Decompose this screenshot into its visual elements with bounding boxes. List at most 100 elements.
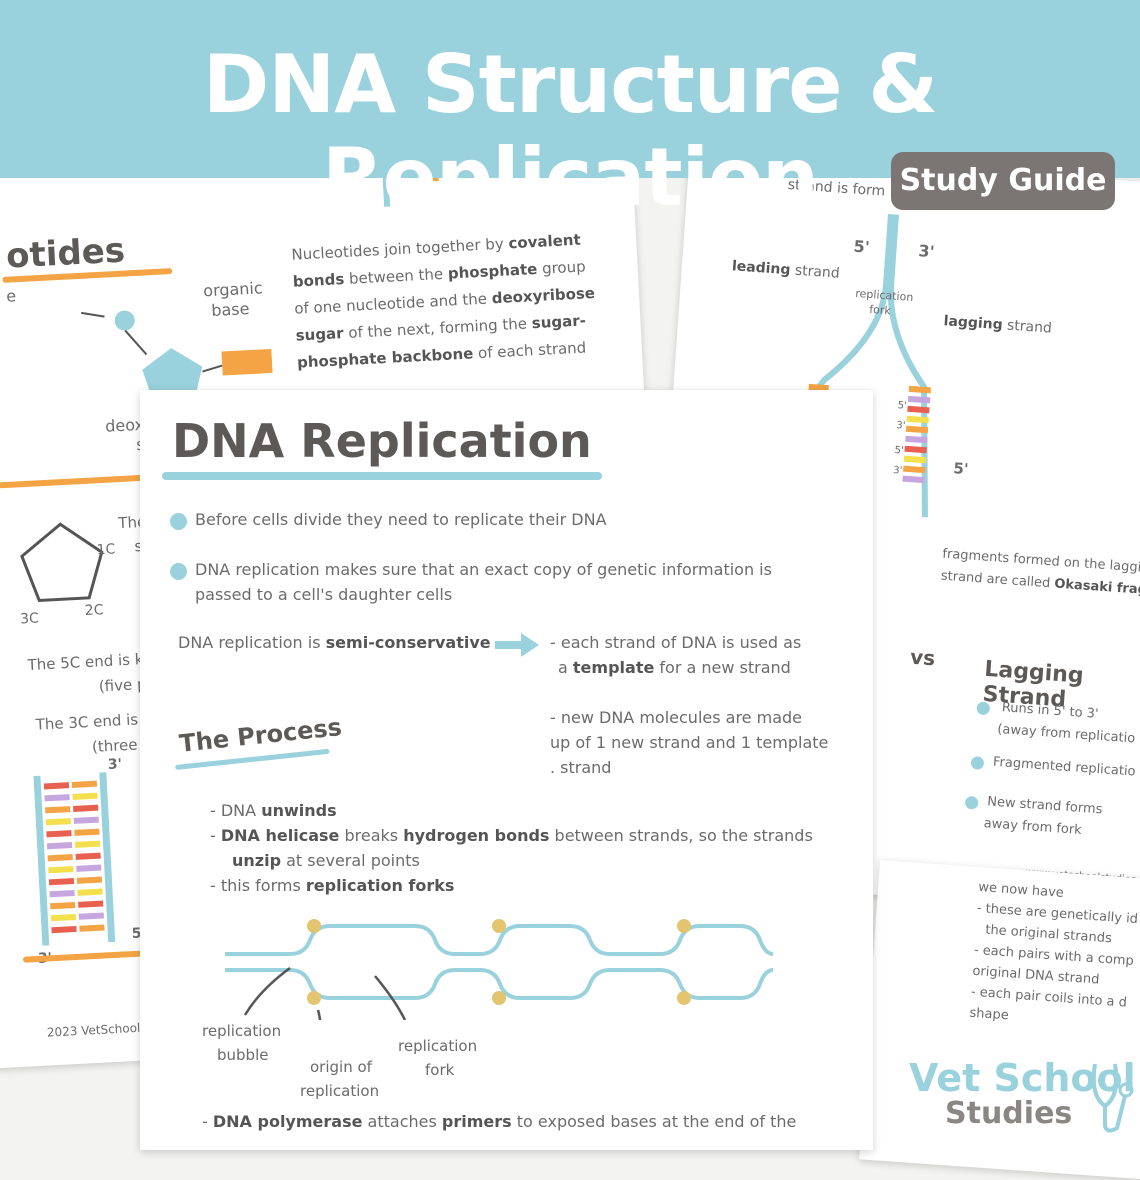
new-molecule-note: . strand (550, 758, 612, 777)
para-bold: deoxyribose (491, 283, 596, 308)
step-bold: DNA polymerase (212, 1112, 363, 1131)
stethoscope-icon (1091, 1063, 1134, 1133)
template-note: a template for a new strand (558, 658, 791, 677)
para-text: group (541, 257, 587, 278)
step-bold: primers (441, 1112, 512, 1131)
step-text: breaks (344, 826, 399, 845)
vet-school-studies-logo: Vet School Studies (905, 1052, 1140, 1140)
label-base: base (210, 299, 250, 321)
small-label: 5' (894, 445, 905, 457)
label-5-prime: 5' (853, 236, 871, 257)
text-3c-end: The 3C end is k (35, 709, 152, 734)
para-text: of one nucleotide and the (293, 289, 488, 318)
header-banner: DNA Structure & Replication (0, 0, 1140, 224)
para-text: of the next, forming the (347, 314, 528, 342)
process-step: unzip at several points (210, 848, 813, 873)
para-bold: bonds (292, 270, 345, 291)
summary-text: we now have - these are genetically id t… (969, 877, 1140, 1035)
step-text: attaches (367, 1112, 437, 1131)
label-replication-fork: replication (398, 1037, 478, 1055)
template-text: a (558, 658, 568, 677)
label-1c: 1C (96, 541, 116, 559)
label-3-prime: 3' (107, 756, 123, 774)
small-label: 3' (892, 464, 903, 477)
title-underline (162, 472, 602, 480)
label-5-prime: 5' (952, 459, 970, 479)
label-phosphate-frag: e (5, 286, 17, 306)
template-text: for a new strand (659, 658, 791, 677)
process-steps: - DNA unwinds - DNA helicase breaks hydr… (210, 798, 813, 898)
para-text: of each strand (477, 338, 587, 363)
step-text: - (202, 1112, 208, 1131)
small-label: 5' (897, 400, 908, 412)
left-worksheet: otides e organic base deoxyr sug Nucleot… (0, 103, 678, 1069)
bullet-dot (964, 795, 979, 810)
small-label: 3' (895, 420, 906, 432)
process-step: - DNA helicase breaks hydrogen bonds bet… (210, 823, 813, 848)
step-text: at several points (286, 851, 420, 870)
label-replication-bubble: replication (202, 1022, 282, 1040)
logo-line-1: Vet School (909, 1056, 1136, 1100)
bullet-2-text: passed to a cell's daughter cells (195, 585, 453, 604)
bullet-dot (976, 701, 991, 716)
para-bold: phosphate (447, 259, 538, 283)
semi-bold: semi-conservative (325, 633, 491, 652)
para-text: between the (348, 264, 444, 288)
bullet-1-text: Before cells divide they need to replica… (195, 510, 607, 529)
template-note: - each strand of DNA is used as (550, 633, 802, 652)
label-replication-bubble: bubble (217, 1046, 269, 1064)
fork-label: fork (868, 302, 892, 318)
page-title: DNA Replication (172, 414, 592, 468)
nucleotides-paragraph: Nucleotides join together by covalent bo… (291, 225, 628, 377)
lagging-bullet-1: (away from replicatio (996, 721, 1136, 747)
step-text: - (210, 826, 216, 845)
step-bold: DNA helicase (220, 826, 340, 845)
study-guide-badge: Study Guide (891, 152, 1115, 210)
new-molecule-note: - new DNA molecules are made (550, 708, 802, 727)
step-bold: unwinds (261, 801, 337, 820)
label-2c: 2C (84, 602, 104, 620)
pentagon-sugar-diagram (20, 522, 104, 602)
arrow-right-icon (495, 633, 539, 657)
bullet-2-text: DNA replication makes sure that an exact… (195, 560, 772, 579)
text-5c-end: The 5C end is kn (27, 649, 154, 675)
process-step: - this forms replication forks (210, 873, 813, 898)
vs-label: vs (909, 644, 936, 671)
bullet-dot (170, 563, 187, 580)
bullet-dot (170, 513, 187, 530)
label-replication-fork: fork (425, 1061, 455, 1079)
para-bold: covalent (507, 230, 582, 253)
label-origin-of-replication: replication (300, 1082, 380, 1100)
label-3-prime: 3' (917, 241, 936, 262)
semi-text: DNA replication is (178, 633, 321, 652)
strand-word: strand (1006, 317, 1053, 337)
dna-ladder-illustration (33, 772, 116, 946)
lagging-bullet-3: away from fork (983, 816, 1083, 838)
label-3c: 3C (19, 610, 40, 628)
step-bold: hydrogen bonds (403, 826, 550, 845)
polymerase-step: - DNA polymerase attaches primers to exp… (202, 1112, 796, 1131)
okazaki-text: strand are called (940, 568, 1051, 592)
bullet-dot (970, 756, 985, 770)
para-text: Nucleotides join together by (291, 234, 505, 264)
leading-word: leading (731, 258, 791, 279)
nucleotides-heading: otides (5, 230, 126, 277)
okazaki-bold: Okasaki fragm (1053, 576, 1140, 599)
step-text: - this forms (210, 876, 301, 895)
logo-line-2: Studies (945, 1096, 1073, 1131)
label-organic: organic (202, 278, 264, 301)
step-bold: unzip (232, 851, 282, 870)
process-step: - DNA unwinds (210, 798, 813, 823)
step-text: - DNA (210, 801, 257, 820)
para-bold: phosphate backbone (296, 344, 474, 372)
lagging-bullet-2: Fragmented replicatio (992, 754, 1137, 780)
step-bold: replication forks (305, 876, 455, 895)
okazaki-caption: fragments formed on the laggi strand are… (940, 544, 1140, 609)
lagging-bullet-3: New strand forms (986, 794, 1103, 818)
replication-bubble-diagram (225, 919, 774, 1020)
new-molecule-note: up of 1 new strand and 1 template (550, 733, 829, 752)
banner-title: DNA Structure & Replication (202, 38, 938, 224)
dna-replication-sheet: DNA Replication Before cells divide they… (140, 390, 873, 1150)
semi-conservative-statement: DNA replication is semi-conservative (178, 633, 491, 652)
step-text: between strands, so the strands (554, 826, 813, 845)
